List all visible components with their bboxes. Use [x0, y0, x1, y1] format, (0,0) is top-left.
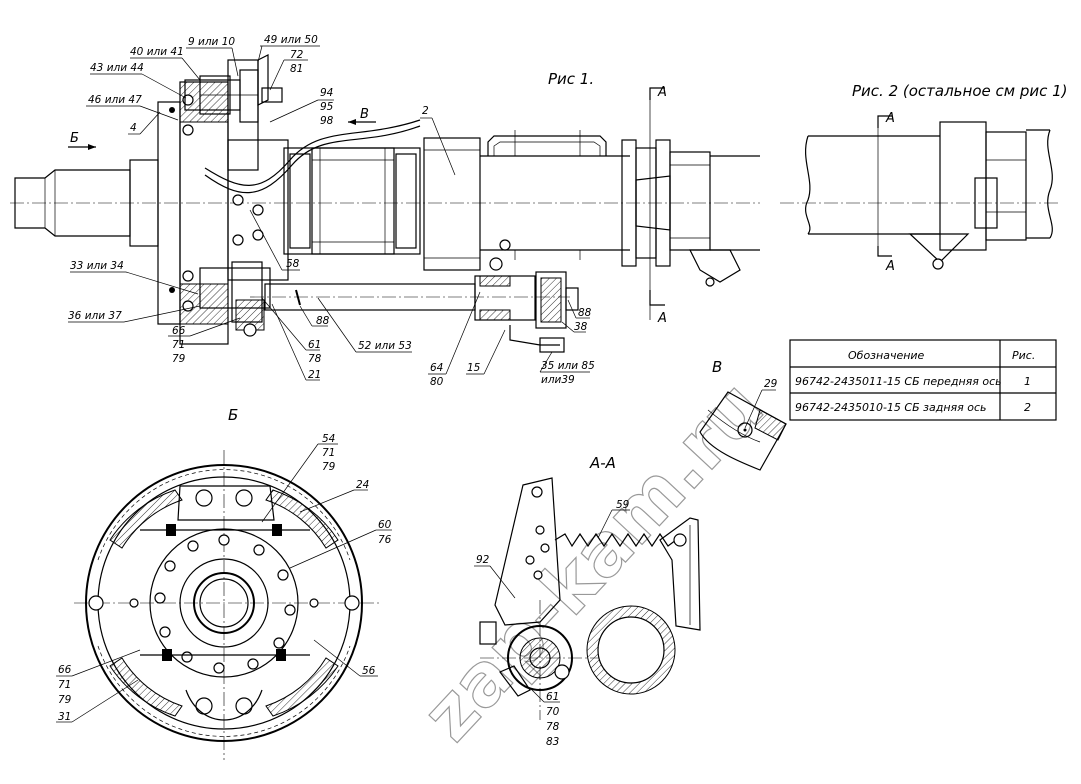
section-a-mark-top: А — [657, 85, 667, 100]
callout-79: 79 — [172, 353, 186, 365]
section-aa-title: А-А — [589, 454, 616, 472]
callout-88-left: 88 — [316, 315, 330, 327]
callout-79-top: 79 — [322, 461, 336, 473]
callout-70: 70 — [546, 706, 560, 718]
table-header-designation: Обозначение — [848, 349, 925, 362]
callout-29: 29 — [764, 378, 778, 390]
table-row-1-designation: 96742-2435011-15 СБ передняя ось — [795, 375, 1002, 388]
table-row-1-fig: 1 — [1024, 375, 1031, 388]
callout-71: 71 — [172, 339, 185, 351]
section-a-mark-fig2-top: А — [885, 111, 895, 126]
callout-38: 38 — [574, 321, 588, 333]
callout-49-50: 49 или 50 — [264, 34, 318, 46]
view-b-brake-assembly — [74, 450, 380, 760]
callout-64: 64 — [430, 362, 443, 374]
callout-92: 92 — [476, 554, 490, 566]
callout-35-85: 35 или 85 — [541, 360, 595, 372]
callout-78-aa: 78 — [546, 721, 560, 733]
callout-60: 60 — [378, 519, 392, 531]
callout-24: 24 — [356, 479, 369, 491]
figure-1-axle-view — [10, 54, 760, 353]
callout-83: 83 — [546, 736, 559, 748]
callout-21: 21 — [308, 369, 321, 381]
callout-58: 58 — [286, 258, 300, 270]
section-a-mark-fig2-bottom: А — [885, 259, 895, 274]
callout-40-41: 40 или 41 — [130, 46, 184, 58]
callout-9-10: 9 или 10 — [188, 36, 235, 48]
callout-94: 94 — [320, 87, 333, 99]
callout-71-bottom: 71 — [58, 679, 71, 691]
callout-66: 66 — [172, 325, 186, 337]
callout-80: 80 — [430, 376, 444, 388]
callout-59: 59 — [616, 499, 630, 511]
callout-76: 76 — [378, 534, 392, 546]
callout-88-right: 88 — [578, 307, 592, 319]
callout-78: 78 — [308, 353, 322, 365]
view-b-title: Б — [228, 406, 238, 424]
callout-98: 98 — [320, 115, 334, 127]
view-v-title: В — [712, 358, 722, 376]
hub-bolts — [88, 534, 360, 674]
callout-15: 15 — [467, 362, 481, 374]
callout-or39: или39 — [541, 374, 575, 386]
callout-61: 61 — [308, 339, 321, 351]
callout-52-53: 52 или 53 — [358, 340, 412, 352]
callout-72: 72 — [290, 49, 304, 61]
section-aa-slack-adjuster — [479, 477, 701, 720]
figure-1-title: Рис 1. — [548, 70, 594, 88]
figure-2-partial-view — [780, 115, 1060, 270]
callout-95: 95 — [320, 101, 334, 113]
callout-81: 81 — [290, 63, 303, 75]
table-header-fig: Рис. — [1012, 349, 1035, 362]
callout-4: 4 — [130, 122, 137, 134]
callout-46-47: 46 или 47 — [88, 94, 142, 106]
callout-36-37: 36 или 37 — [68, 310, 122, 322]
callout-66-bottom: 66 — [58, 664, 72, 676]
callout-54: 54 — [322, 433, 335, 445]
callouts: 9 или 10 49 или 50 40 или 41 72 81 43 ил… — [56, 34, 778, 748]
section-a-mark-bottom: А — [657, 311, 667, 326]
callout-71-top: 71 — [322, 447, 335, 459]
arrow-v-label: В — [360, 107, 369, 122]
designation-table: Обозначение Рис. 96742-2435011-15 СБ пер… — [789, 339, 1057, 421]
arrow-b-label: Б — [70, 131, 79, 146]
figure-2-title: Рис. 2 (остальное см рис 1) — [852, 82, 1068, 100]
callout-31: 31 — [58, 711, 71, 723]
callout-56: 56 — [362, 665, 376, 677]
table-row-2-fig: 2 — [1024, 401, 1031, 414]
view-v-detail — [699, 391, 787, 471]
table-row-2-designation: 96742-2435010-15 СБ задняя ось — [795, 401, 987, 414]
callout-61-aa: 61 — [546, 691, 559, 703]
callout-43-44: 43 или 44 — [90, 62, 144, 74]
callout-79-bottom: 79 — [58, 694, 72, 706]
watermark: zap-kam.ru — [406, 365, 779, 757]
callout-33-34: 33 или 34 — [70, 260, 124, 272]
callout-2: 2 — [422, 105, 429, 117]
